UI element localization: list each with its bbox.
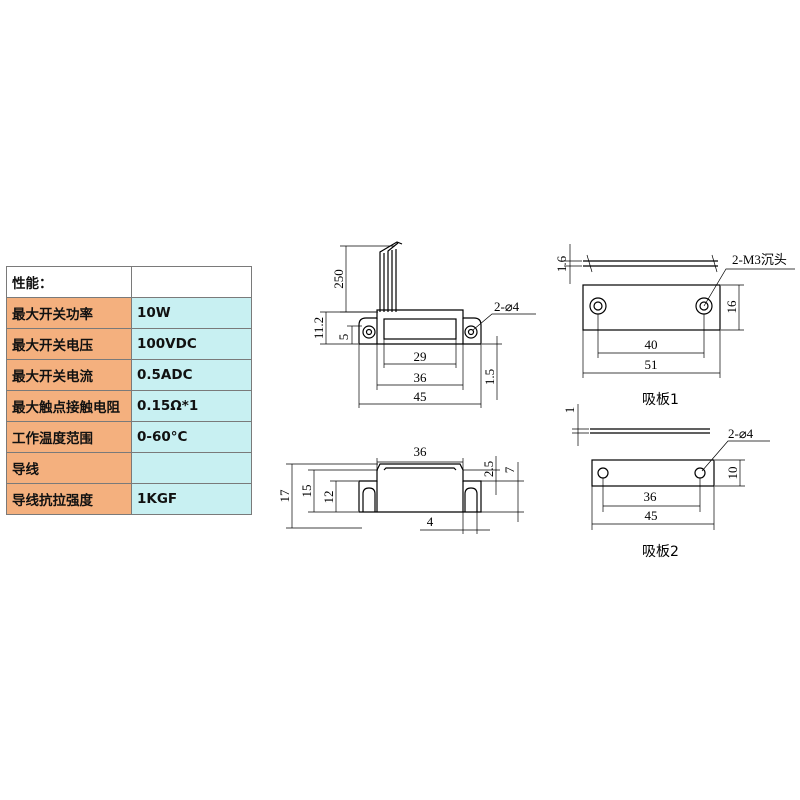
plate1-drawing: 1.6 2-M3沉头 16 40 51 吸板1 xyxy=(554,244,795,408)
hole-note: 2-⌀4 xyxy=(494,299,520,314)
dim-15: 15 xyxy=(299,485,314,498)
dim-16: 16 xyxy=(724,300,739,314)
dim-45: 45 xyxy=(645,508,658,523)
dim-11-2: 11.2 xyxy=(311,317,326,339)
dim-250: 250 xyxy=(331,269,346,289)
spec-value: 1KGF xyxy=(131,483,252,515)
dim-7: 7 xyxy=(502,466,517,473)
spec-row: 性能： xyxy=(6,266,252,298)
dim-1-6: 1.6 xyxy=(554,255,569,272)
spec-label: 最大开关功率 xyxy=(6,297,132,329)
plate2-drawing: 1 2-⌀4 10 36 45 吸板2 xyxy=(562,404,770,560)
spec-value: 0-60°C xyxy=(131,421,252,453)
dim-2-5: 2.5 xyxy=(481,461,496,477)
plate1-caption: 吸板1 xyxy=(642,392,679,408)
dim-36: 36 xyxy=(644,489,658,504)
spec-label: 最大触点接触电阻 xyxy=(6,390,132,422)
dim-17: 17 xyxy=(277,489,292,503)
dim-1-5: 1.5 xyxy=(482,369,497,385)
switch-side-view: 36 17 15 12 2.5 7 4 xyxy=(277,444,524,534)
dim-51: 51 xyxy=(645,357,658,372)
spec-value: 0.15Ω*1 xyxy=(131,390,252,422)
dim-4: 4 xyxy=(427,514,434,529)
dim-40: 40 xyxy=(645,337,658,352)
plate2-caption: 吸板2 xyxy=(642,544,679,560)
dim-1: 1 xyxy=(562,407,577,414)
dim-12: 12 xyxy=(321,491,336,504)
spec-label: 导线 xyxy=(6,452,132,484)
dim-29: 29 xyxy=(414,349,427,364)
spec-label: 工作温度范围 xyxy=(6,421,132,453)
dim-36: 36 xyxy=(414,370,428,385)
hole-note: 2-⌀4 xyxy=(728,426,754,441)
spec-value: 10W xyxy=(131,297,252,329)
dim-10: 10 xyxy=(725,467,740,480)
spec-label: 最大开关电流 xyxy=(6,359,132,391)
spec-label: 导线抗拉强度 xyxy=(6,483,132,515)
dim-5: 5 xyxy=(336,334,351,341)
spec-label: 性能： xyxy=(6,266,132,298)
spec-value: 100VDC xyxy=(131,328,252,360)
spec-value: 0.5ADC xyxy=(131,359,252,391)
dim-36: 36 xyxy=(414,444,428,459)
switch-front-view: 2-⌀4 250 11.2 5 29 36 45 1.5 xyxy=(311,241,536,408)
dim-45: 45 xyxy=(414,389,427,404)
hole-note: 2-M3沉头 xyxy=(732,252,787,267)
